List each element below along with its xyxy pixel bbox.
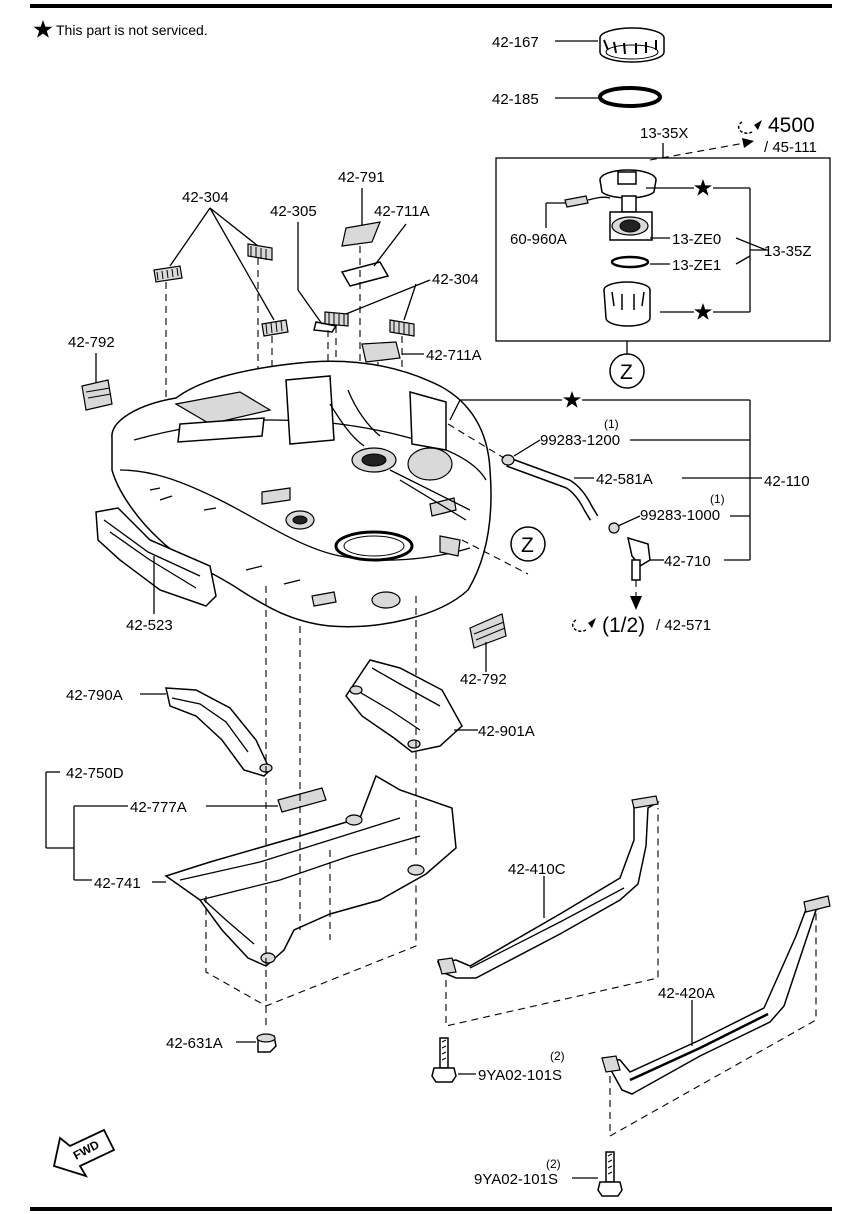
insulator-pads xyxy=(81,221,507,649)
legend-note: This part is not serviced. xyxy=(33,20,208,38)
label-42-410c: 42-410C xyxy=(508,861,566,878)
label-42-750d: 42-750D xyxy=(66,765,124,782)
label-42-523: 42-523 xyxy=(126,617,173,634)
heat-shield-42-901a xyxy=(345,659,463,753)
label-42-631a: 42-631A xyxy=(166,1035,223,1052)
view-z-marker xyxy=(609,353,645,389)
heat-shield-42-790a xyxy=(165,687,273,777)
star-icon xyxy=(694,303,712,320)
strap-42-410c xyxy=(436,795,660,979)
bottom-border xyxy=(30,1207,832,1211)
reference-arrow-icon xyxy=(742,138,754,148)
fuel-pump-unit xyxy=(564,169,657,327)
label-13-35z: 13-35Z xyxy=(764,243,812,260)
label-42-791: 42-791 xyxy=(338,169,385,186)
star-icon xyxy=(563,391,581,408)
fuel-pump-rings xyxy=(598,27,665,108)
label-13-35x: 13-35X xyxy=(640,125,688,142)
heat-shield-42-523 xyxy=(95,507,217,607)
label-42-777a: 42-777A xyxy=(130,799,187,816)
fuel-hose-assembly xyxy=(501,454,651,581)
label-42-110: 42-110 xyxy=(764,473,810,490)
label-1-2: (1/2) xyxy=(602,614,645,637)
label-42-581a: 42-581A xyxy=(596,471,653,488)
label-45-111: / 45-111 xyxy=(764,139,817,156)
label-42-792-a: 42-792 xyxy=(68,334,115,351)
label-42-420a: 42-420A xyxy=(658,985,715,1002)
label-plate-42-777a xyxy=(277,787,327,813)
bolt-9ya02-101s-a xyxy=(431,1037,457,1083)
strap-42-420a xyxy=(601,895,831,1095)
nut-42-631a xyxy=(256,1033,277,1053)
label-qty-2-a: (2) xyxy=(550,1049,565,1063)
reference-arrow-icon xyxy=(630,596,642,610)
view-z-marker xyxy=(510,526,546,562)
label-9ya02-101s-a: 9YA02-101S xyxy=(478,1067,562,1084)
label-42-901a: 42-901A xyxy=(478,723,535,740)
label-42-305: 42-305 xyxy=(270,203,317,220)
fuel-tank xyxy=(111,360,492,628)
label-z-2: Z xyxy=(521,534,534,557)
legend-note-text: This part is not serviced. xyxy=(56,22,208,38)
reference-arrow-icon xyxy=(737,120,762,134)
label-42-304-a: 42-304 xyxy=(182,189,229,206)
under-cover-42-741 xyxy=(164,774,457,967)
bolt-9ya02-101s-b xyxy=(597,1151,623,1197)
label-42-710: 42-710 xyxy=(664,553,711,570)
label-42-711a-mid: 42-711A xyxy=(426,347,482,364)
label-42-167: 42-167 xyxy=(492,34,539,51)
label-qty-1-b: (1) xyxy=(710,492,725,506)
label-qty-2-b: (2) xyxy=(546,1157,561,1171)
star-icon xyxy=(33,20,53,38)
label-42-304-b: 42-304 xyxy=(432,271,479,288)
label-60-960a: 60-960A xyxy=(510,231,567,248)
forward-arrow-icon: FWD xyxy=(52,1128,116,1178)
reference-arrow-icon xyxy=(571,618,596,632)
label-13-ze1: 13-ZE1 xyxy=(672,257,721,274)
label-42-741: 42-741 xyxy=(94,875,141,892)
label-42-790a: 42-790A xyxy=(66,687,123,704)
label-42-711a-top: 42-711A xyxy=(374,203,430,220)
label-42-185: 42-185 xyxy=(492,91,539,108)
label-99283-1000: 99283-1000 xyxy=(640,507,720,524)
label-qty-1-a: (1) xyxy=(604,417,619,431)
label-4500: 4500 xyxy=(768,114,815,137)
top-border xyxy=(30,4,832,8)
label-42-792-b: 42-792 xyxy=(460,671,507,688)
label-9ya02-101s-b: 9YA02-101S xyxy=(474,1171,558,1188)
label-z-1: Z xyxy=(620,361,633,384)
star-icon xyxy=(694,179,712,196)
label-42-571: / 42-571 xyxy=(656,617,711,634)
label-99283-1200: 99283-1200 xyxy=(540,432,620,449)
label-13-ze0: 13-ZE0 xyxy=(672,231,721,248)
